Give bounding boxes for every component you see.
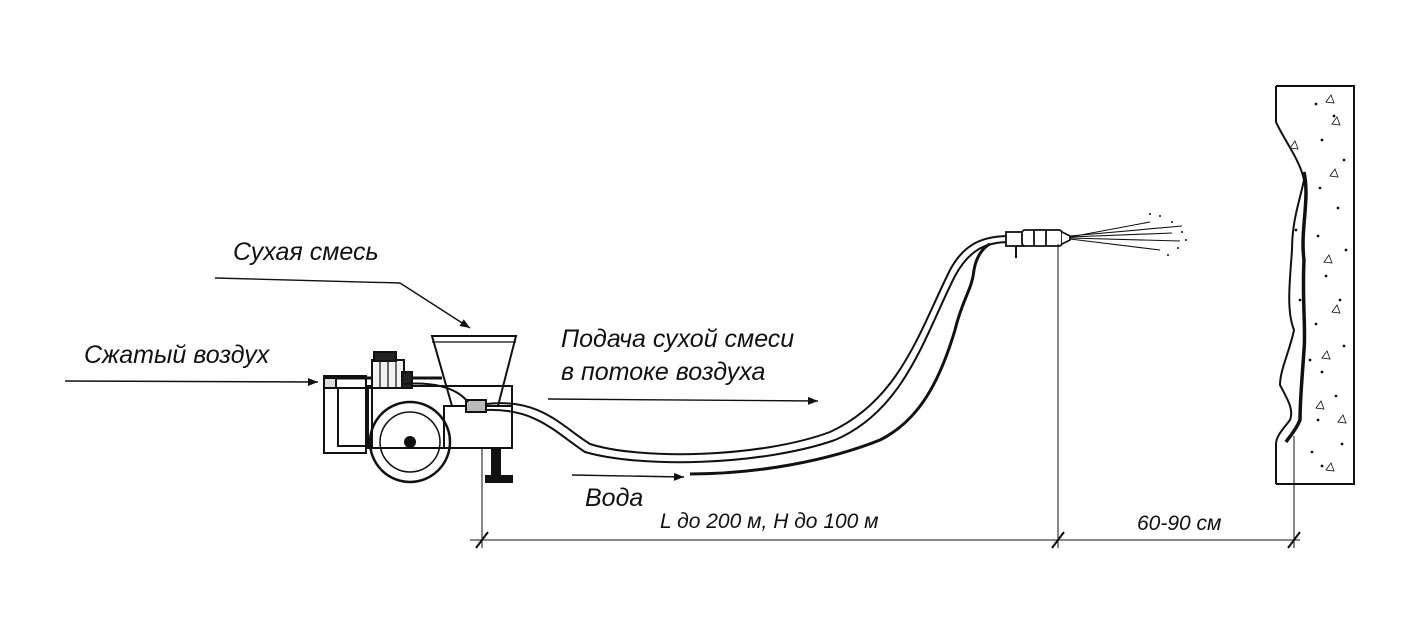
support-foot xyxy=(485,475,513,483)
air-inlet-block xyxy=(323,375,367,454)
material-hose xyxy=(485,235,1011,476)
support-leg xyxy=(491,447,501,479)
distance-label: L до 200 м, H до 100 м xyxy=(660,510,879,533)
concrete-wall xyxy=(1275,85,1355,485)
dry-mix-leader-arrow xyxy=(214,277,401,284)
compressed-air-arrow xyxy=(64,377,319,386)
gearbox xyxy=(401,371,413,389)
water-flow-arrow xyxy=(571,472,685,481)
wheel-hub xyxy=(404,436,416,448)
outlet-clamp xyxy=(465,399,487,413)
compressed-air-label: Сжатый воздух xyxy=(84,341,270,369)
feed-label-line1: Подача сухой смеси xyxy=(561,325,795,353)
motor-terminal-box xyxy=(373,351,397,362)
wheel xyxy=(368,400,452,484)
dry-mix-label: Сухая смесь xyxy=(233,238,379,266)
dimension-lines xyxy=(470,244,1301,549)
nozzle xyxy=(1005,229,1071,258)
feed-label-line2: в потоке воздуха xyxy=(561,358,766,386)
wall-aggregate xyxy=(1289,94,1348,472)
hopper xyxy=(430,335,518,407)
spray-jet xyxy=(1069,213,1187,256)
shotcrete-machine xyxy=(323,335,518,484)
air-supply-hose xyxy=(403,382,469,403)
nozzle-gap-label: 60-90 см xyxy=(1137,512,1222,535)
air-inlet-nozzle xyxy=(323,377,337,389)
sprayed-layer xyxy=(1284,171,1308,443)
dry-mix-arrow xyxy=(399,282,471,329)
air-manifold-box xyxy=(337,387,373,447)
feed-flow-arrow xyxy=(547,396,819,405)
water-label: Вода xyxy=(585,484,644,512)
